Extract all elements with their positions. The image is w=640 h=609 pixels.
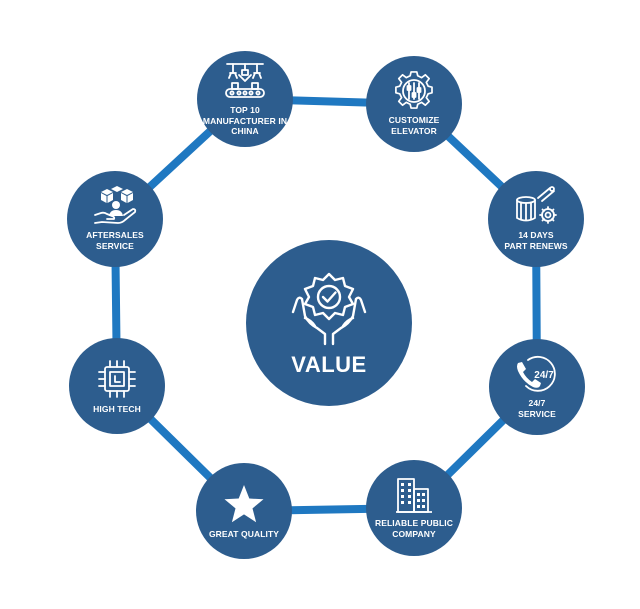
hands-holding-check-badge-icon [291, 272, 367, 346]
chip-icon [98, 359, 136, 398]
node-high-tech: HIGH TECH [69, 338, 165, 434]
node-great-quality: GREAT QUALITY [196, 463, 292, 559]
node-label: 24/7 SERVICE [518, 398, 556, 419]
node-label: 14 DAYS PART RENEWS [504, 230, 568, 251]
gear-sliders-icon [395, 71, 433, 110]
machine-parts-icon [516, 186, 557, 225]
node-24-7-service: 24/7 24/7 SERVICE [489, 339, 585, 435]
factory-robot-arm-icon [225, 63, 265, 98]
node-top-10-manufacturer: TOP 10 MANUFACTURER IN CHINA [197, 51, 293, 147]
center-label: VALUE [291, 352, 367, 377]
node-label: GREAT QUALITY [208, 528, 280, 539]
center-value-node: VALUE [246, 240, 412, 406]
node-label: RELIABLE PUBLIC COMPANY [375, 518, 453, 539]
phone-247-icon: 24/7 [517, 356, 556, 393]
node-customize-elevator: CUSTOMIZE ELEVATOR [366, 56, 462, 152]
node-label: TOP 10 MANUFACTURER IN CHINA [202, 105, 288, 137]
node-label: HIGH TECH [93, 403, 141, 414]
svg-text:24/7: 24/7 [534, 370, 554, 381]
node-label: AFTERSALES SERVICE [86, 230, 144, 251]
node-reliable-public-company: RELIABLE PUBLIC COMPANY [366, 460, 462, 556]
star-icon [224, 484, 264, 522]
node-14-days-part-renews: 14 DAYS PART RENEWS [488, 171, 584, 267]
office-buildings-icon [396, 478, 432, 514]
node-label: CUSTOMIZE ELEVATOR [388, 115, 440, 136]
hand-person-boxes-icon [94, 186, 137, 225]
node-aftersales-service: AFTERSALES SERVICE [67, 171, 163, 267]
